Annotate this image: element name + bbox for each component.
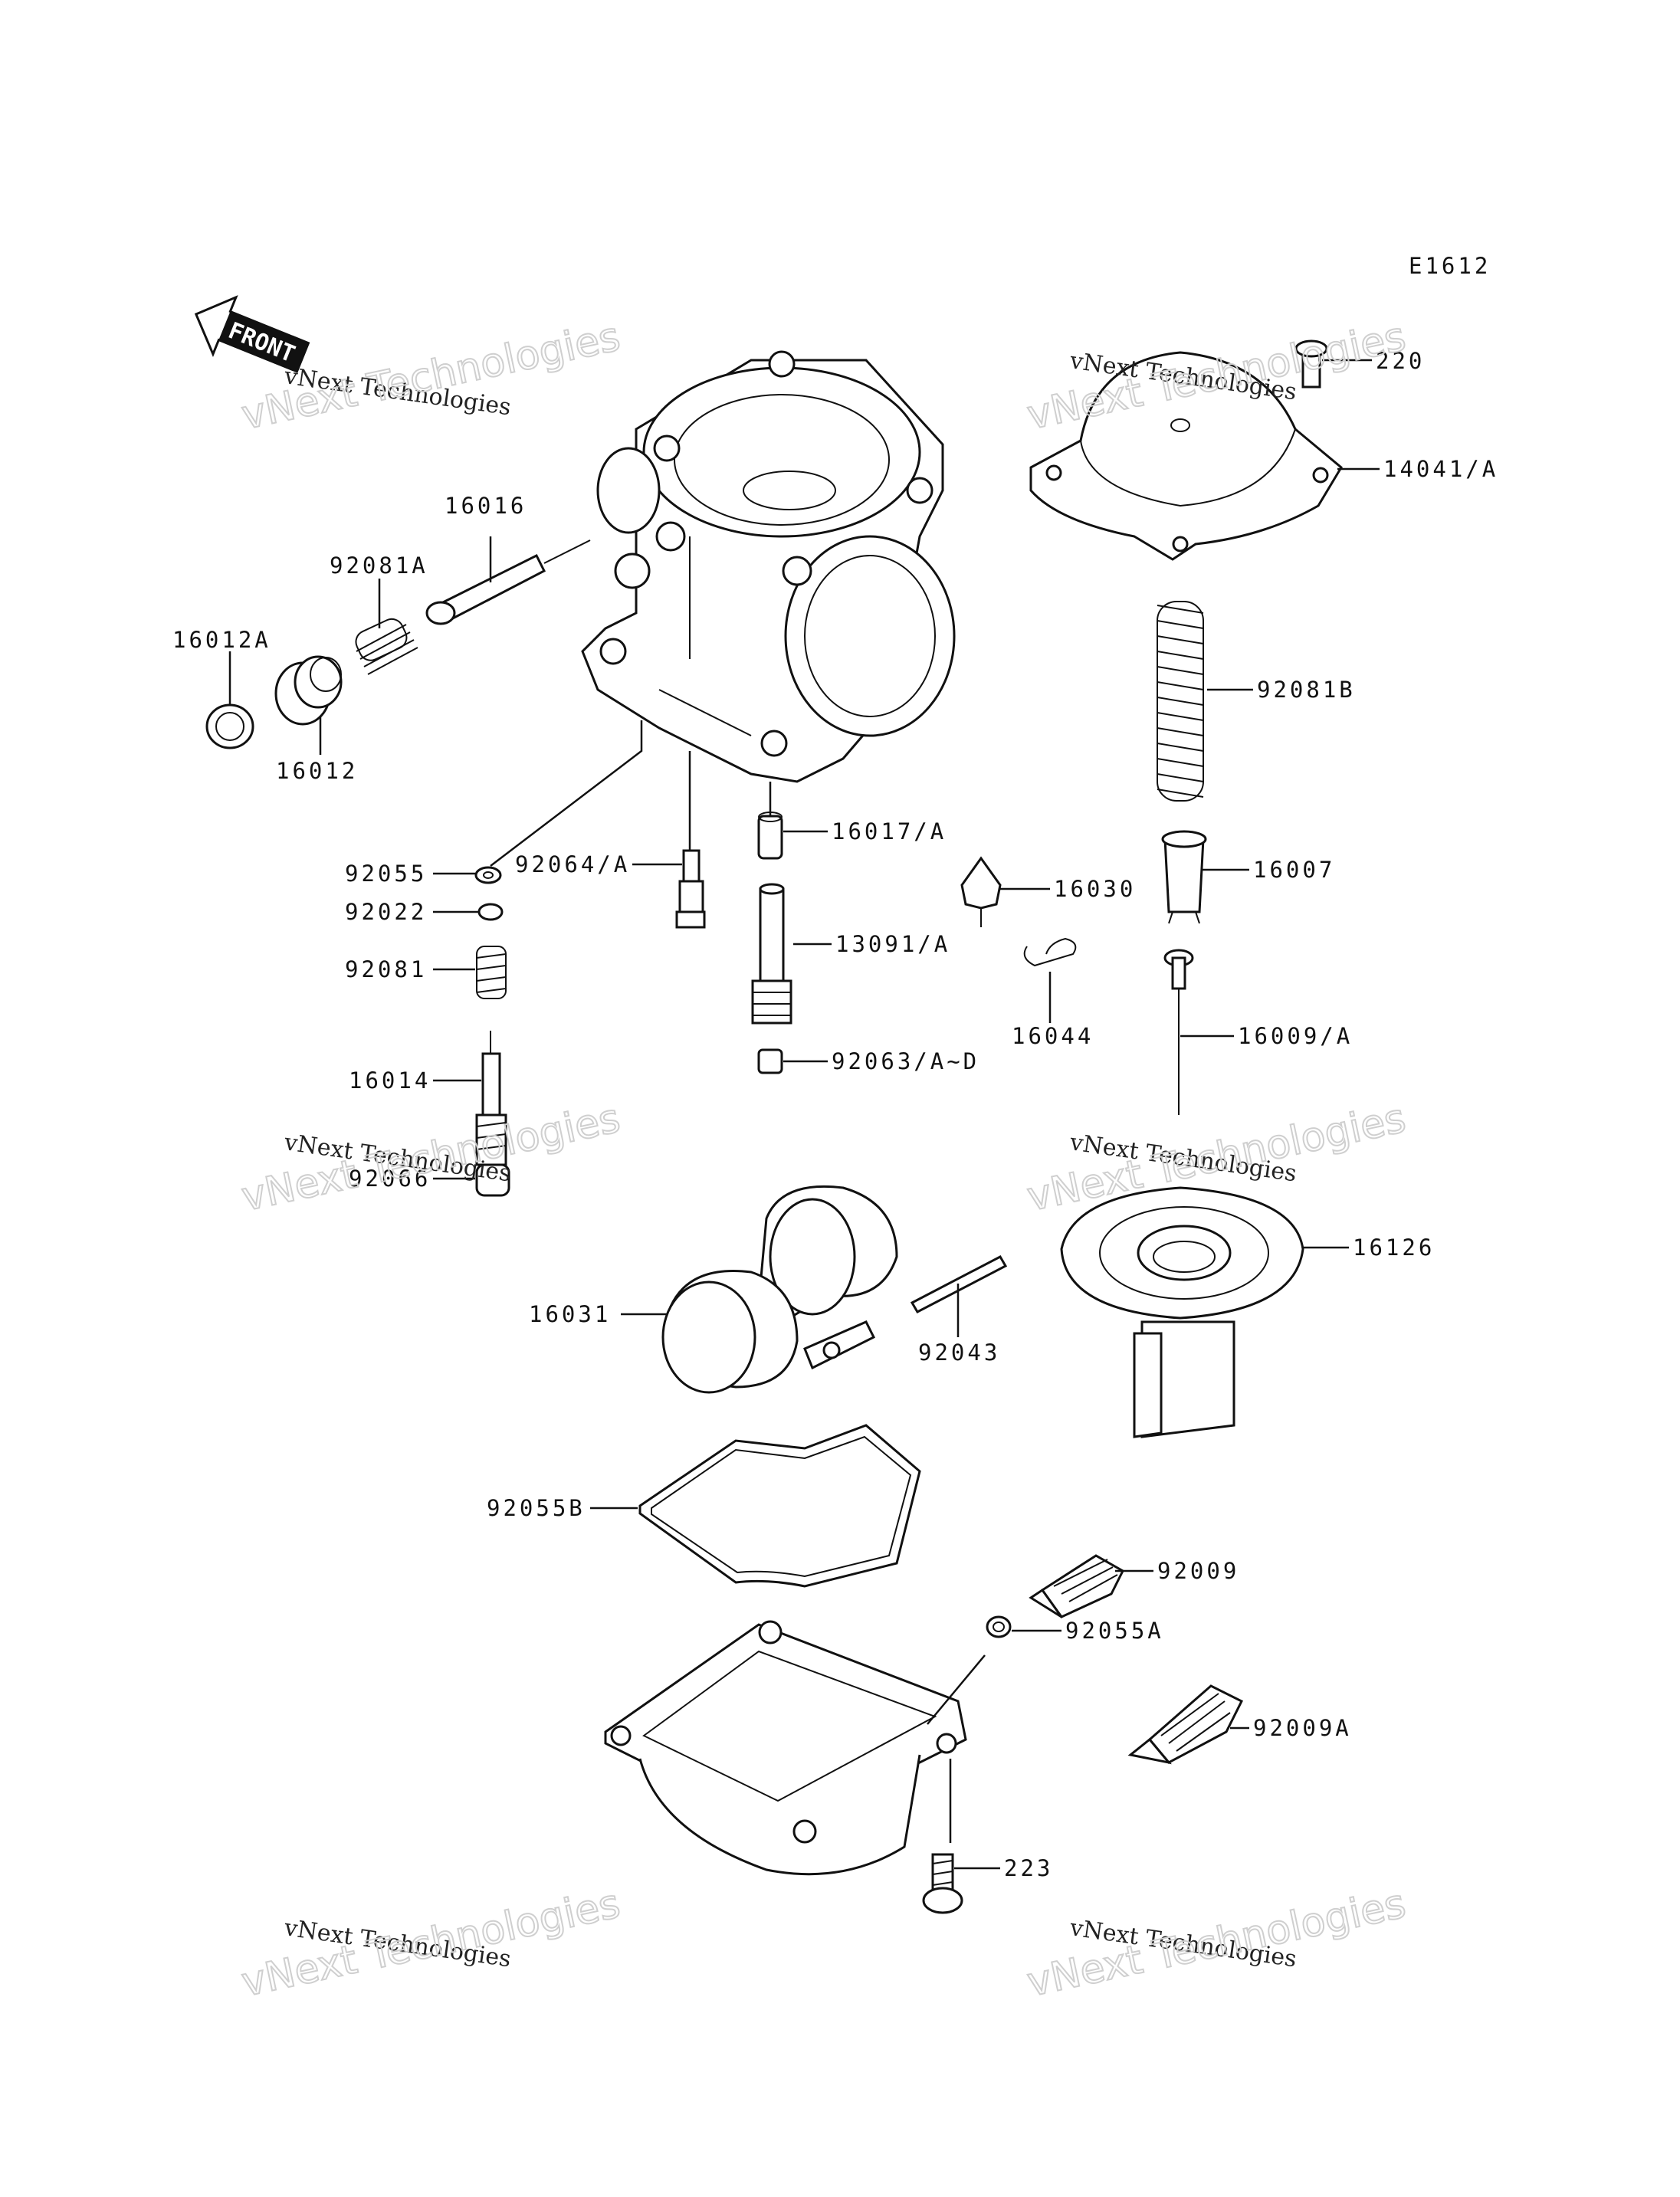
part-label-16009a: 16009/A: [1238, 1023, 1353, 1049]
diagram-code: E1612: [1409, 253, 1491, 279]
float-valve-16030: [960, 856, 1002, 927]
spring-92081a: [355, 618, 418, 675]
needle-16009a: [1163, 949, 1194, 1115]
part-label-16126: 16126: [1353, 1235, 1435, 1261]
part-label-92063: 92063/A~D: [832, 1048, 979, 1074]
jet-92064a: [675, 849, 706, 929]
screw-220: [1294, 339, 1328, 389]
part-label-16031: 16031: [529, 1301, 611, 1327]
screw-223: [922, 1853, 963, 1914]
carburetor-body: [581, 350, 956, 783]
pilot-screw-16016: [425, 539, 591, 625]
screw-16014: [475, 1031, 507, 1166]
part-label-92022: 92022: [345, 899, 427, 925]
part-label-223: 223: [1004, 1855, 1053, 1881]
watermark-mid-left: vNext Technologies vNext Technologies: [237, 1095, 625, 1221]
part-label-92081: 92081: [345, 956, 427, 982]
part-label-92043: 92043: [918, 1340, 1000, 1366]
part-label-16007: 16007: [1253, 857, 1335, 883]
svg-text:vNext Technologies: vNext Technologies: [1023, 1881, 1409, 2006]
part-label-92009a: 92009A: [1253, 1715, 1352, 1741]
part-label-16044: 16044: [1012, 1023, 1094, 1049]
part-label-16017a: 16017/A: [832, 818, 947, 844]
washer-92055: [474, 866, 502, 884]
float-bowl: [604, 1620, 967, 1876]
washer-92022: [477, 903, 504, 921]
part-label-92081a: 92081A: [330, 553, 428, 579]
spring-92081: [476, 946, 507, 999]
float-16031: [661, 1185, 898, 1394]
gasket-92055b: [638, 1424, 921, 1588]
cap-92066: [475, 1163, 510, 1197]
fitting-16012: [274, 655, 343, 726]
part-label-16030: 16030: [1054, 876, 1136, 902]
watermark-bottom-left: vNext Technologies vNext Technologies: [237, 1881, 625, 2007]
part-label-92066: 92066: [349, 1166, 431, 1192]
svg-text:vNext Technologies: vNext Technologies: [238, 1096, 624, 1221]
holder-16017a: [757, 812, 783, 860]
part-label-16016: 16016: [445, 493, 527, 519]
oring-92055a: [986, 1615, 1012, 1638]
part-label-16012a: 16012A: [172, 627, 271, 653]
watermark-bottom-right: vNext Technologies vNext Technologies: [1022, 1881, 1410, 2007]
needle-jet-13091a: [751, 883, 792, 1025]
jet-92063: [757, 1048, 783, 1074]
part-label-16012: 16012: [276, 758, 358, 784]
clip-16044: [1023, 937, 1077, 967]
part-label-92081b: 92081B: [1257, 677, 1356, 703]
holder-16007: [1161, 830, 1207, 924]
part-label-13091a: 13091/A: [835, 931, 950, 957]
part-label-16014: 16014: [349, 1067, 431, 1094]
part-label-92009: 92009: [1157, 1558, 1239, 1584]
screw-92009: [1029, 1554, 1124, 1618]
part-label-220: 220: [1376, 348, 1425, 374]
part-label-14041a: 14041/A: [1383, 456, 1498, 482]
part-label-92064a: 92064/A: [515, 851, 630, 877]
watermark-top-left: vNext Technologies vNext Technologies: [237, 313, 625, 440]
diaphragm-16126: [1060, 1186, 1304, 1438]
screw-92009a: [1127, 1684, 1244, 1765]
part-label-92055b: 92055B: [487, 1495, 586, 1521]
part-label-92055a: 92055A: [1065, 1618, 1164, 1644]
part-label-92055: 92055: [345, 861, 427, 887]
cap-16012a: [205, 703, 254, 749]
top-cover: [1029, 351, 1343, 561]
spring-92081b: [1157, 601, 1204, 802]
svg-text:vNext Technologies: vNext Technologies: [238, 1881, 624, 2006]
